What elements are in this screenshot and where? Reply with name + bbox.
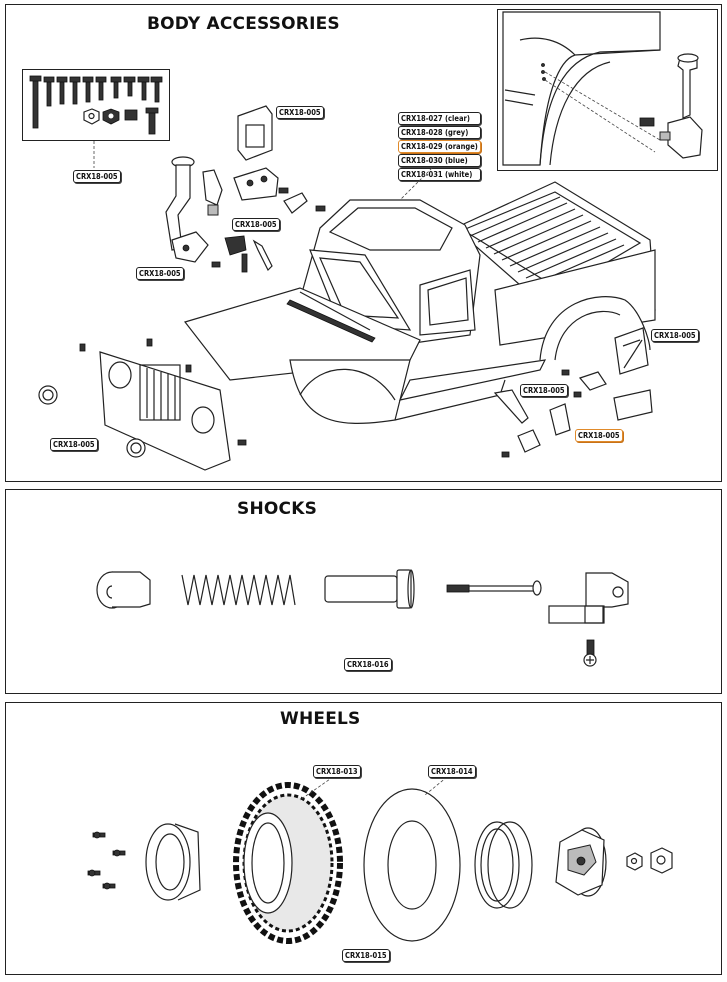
tag-wheel-set: CRX18-015: [342, 949, 390, 962]
tag-grille-bracket: CRX18-005: [276, 106, 324, 119]
tag-jerrycan: CRX18-005: [651, 329, 699, 342]
body-variant-orange: CRX18-029 (orange): [398, 140, 481, 153]
body-accessories-title: BODY ACCESSORIES: [147, 14, 340, 34]
tag-snorkel: CRX18-005: [136, 267, 184, 280]
tag-mudflap: CRX18-005: [575, 429, 623, 442]
body-variant-blue: CRX18-030 (blue): [398, 154, 481, 167]
tag-rear-mount: CRX18-005: [520, 384, 568, 397]
shocks-title: SHOCKS: [237, 499, 318, 519]
tag-shock: CRX18-016: [344, 658, 392, 671]
tag-tire: CRX18-013: [313, 765, 361, 778]
wheels-panel: [5, 702, 722, 975]
body-variant-list: CRX18-027 (clear) CRX18-028 (grey) CRX18…: [398, 112, 481, 181]
tag-headlights: CRX18-005: [50, 438, 98, 451]
wheels-title: WHEELS: [280, 709, 361, 729]
tag-hardware: CRX18-005: [73, 170, 121, 183]
tag-foam: CRX18-014: [428, 765, 476, 778]
body-variant-clear: CRX18-027 (clear): [398, 112, 481, 125]
body-variant-grey: CRX18-028 (grey): [398, 126, 481, 139]
tag-mirror-mount: CRX18-005: [232, 218, 280, 231]
body-variant-white: CRX18-031 (white): [398, 168, 481, 181]
